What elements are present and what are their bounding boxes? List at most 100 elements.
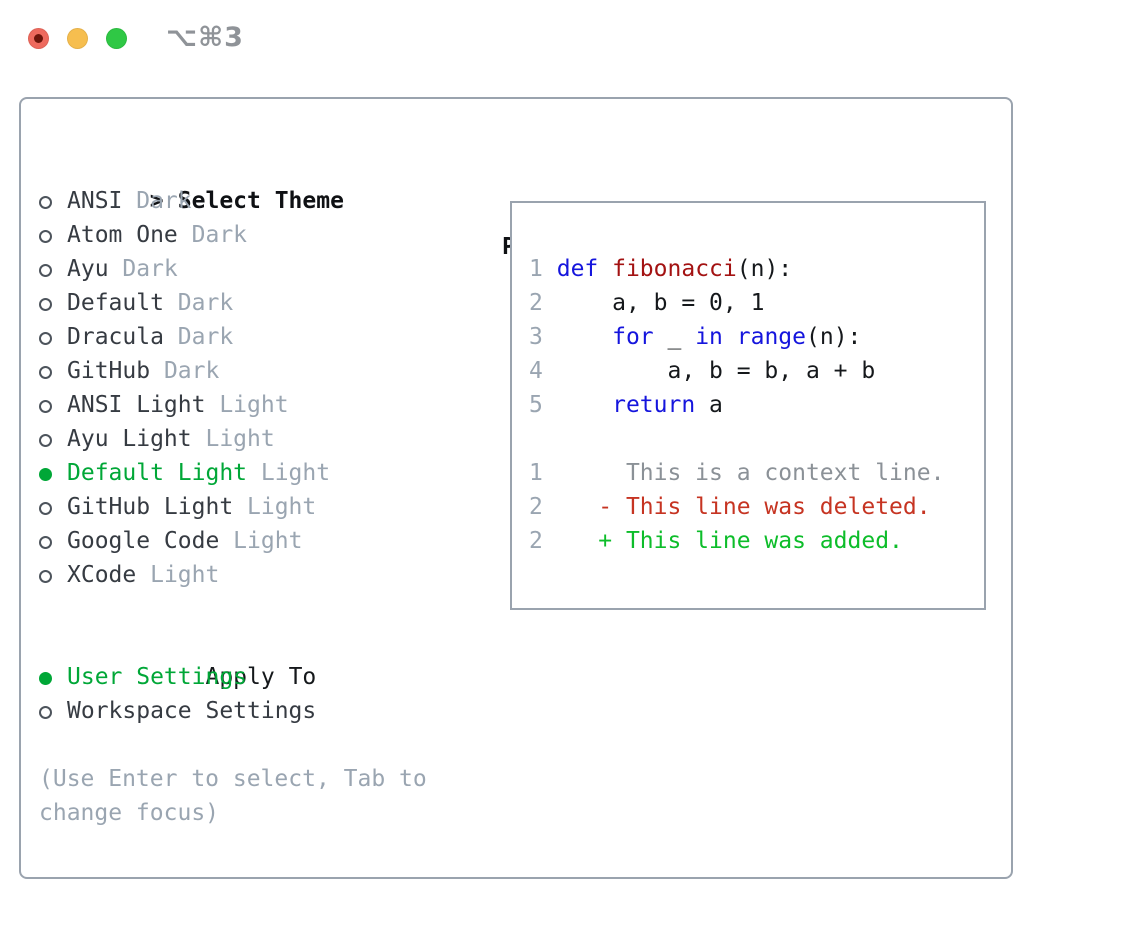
close-dot-icon [34, 34, 43, 43]
code-segment: range [736, 324, 807, 350]
theme-variant: Dark [163, 324, 234, 350]
theme-name: Ayu [67, 256, 109, 282]
theme-option[interactable]: Atom One Dark [39, 218, 469, 252]
radio-marker [39, 354, 67, 388]
keyboard-hint: (Use Enter to select, Tab to change focu… [39, 766, 427, 826]
theme-option[interactable]: ANSI Light Light [39, 388, 469, 422]
code-segment: return [612, 392, 696, 418]
theme-list-title: Select Theme [177, 188, 344, 214]
radio-circle-outline-icon [39, 570, 52, 583]
radio-marker [39, 252, 67, 286]
theme-option[interactable]: Google Code Light [39, 524, 469, 558]
radio-marker [39, 184, 67, 218]
theme-name: Ayu Light [67, 426, 192, 452]
code-segment [543, 528, 598, 554]
theme-name: ANSI Light [67, 392, 206, 418]
theme-variant: Dark [163, 290, 234, 316]
line-number: 2 [529, 528, 543, 554]
radio-circle-outline-icon [39, 536, 52, 549]
code-segment [543, 324, 612, 350]
code-segment: _ [653, 324, 696, 350]
theme-variant: Dark [177, 222, 248, 248]
radio-marker [39, 490, 67, 524]
theme-option[interactable]: GitHub Light Light [39, 490, 469, 524]
radio-marker [39, 422, 67, 456]
code-segment [543, 392, 612, 418]
radio-marker [39, 218, 67, 252]
radio-marker [39, 286, 67, 320]
preview-box: 1 def fibonacci(n): 2 a, b = 0, 1 3 for … [510, 201, 986, 610]
theme-name: Dracula [67, 324, 164, 350]
theme-name: GitHub Light [67, 494, 234, 520]
theme-variant: Light [247, 460, 331, 486]
radio-circle-outline-icon [39, 264, 52, 277]
theme-name: GitHub [67, 358, 151, 384]
code-segment: fibonacci [598, 256, 737, 282]
theme-name: ANSI [67, 188, 123, 214]
line-number: 4 [529, 358, 543, 384]
radio-circle-outline-icon [39, 706, 52, 719]
theme-option[interactable]: Ayu Light Light [39, 422, 469, 456]
code-segment: for [612, 324, 654, 350]
line-number: 2 [529, 290, 543, 316]
code-segment: (n): [736, 256, 793, 282]
theme-variant: Dark [122, 188, 192, 214]
radio-circle-filled-icon [39, 672, 52, 685]
radio-marker [39, 456, 67, 490]
code-segment: + This line was added. [598, 528, 903, 554]
theme-option[interactable]: Default Dark [39, 286, 469, 320]
radio-circle-outline-icon [39, 332, 52, 345]
minimize-button[interactable] [67, 28, 88, 49]
close-button[interactable] [28, 28, 49, 49]
theme-variant: Light [219, 528, 303, 554]
theme-option[interactable]: Dracula Dark [39, 320, 469, 354]
code-segment [723, 324, 737, 350]
theme-name: Default Light [67, 460, 248, 486]
theme-name: Atom One [67, 222, 178, 248]
code-preview: 1 def fibonacci(n): 2 a, b = 0, 1 3 for … [512, 203, 984, 558]
theme-option[interactable]: Default Light Light [39, 456, 469, 490]
apply-to-header-row: Apply To [39, 626, 469, 690]
chevron-prompt-icon: > [149, 188, 164, 214]
apply-option[interactable]: User Settings [39, 660, 469, 694]
theme-variant: Light [205, 392, 289, 418]
line-number: 1 [529, 256, 543, 282]
code-segment: def [556, 256, 599, 282]
radio-circle-outline-icon [39, 366, 52, 379]
window-title-shortcut: ⌥⌘3 [166, 22, 244, 53]
code-segment: - This line was deleted. [598, 494, 931, 520]
radio-marker [39, 388, 67, 422]
code-segment [543, 494, 598, 520]
radio-marker [39, 694, 67, 728]
theme-variant: Light [136, 562, 220, 588]
line-number: 1 [529, 460, 543, 486]
code-segment: in [695, 324, 723, 350]
radio-circle-outline-icon [39, 434, 52, 447]
code-segment: a [695, 392, 723, 418]
radio-circle-filled-icon [39, 468, 52, 481]
theme-name: Default [67, 290, 164, 316]
theme-option[interactable]: XCode Light [39, 558, 469, 592]
zoom-button[interactable] [106, 28, 127, 49]
radio-marker [39, 558, 67, 592]
code-segment [543, 256, 557, 282]
radio-circle-outline-icon [39, 230, 52, 243]
theme-option[interactable]: Ayu Dark [39, 252, 469, 286]
radio-marker [39, 524, 67, 558]
line-number: 5 [529, 392, 543, 418]
theme-option[interactable]: GitHub Dark [39, 354, 469, 388]
radio-circle-outline-icon [39, 502, 52, 515]
theme-variant: Light [191, 426, 275, 452]
code-segment: This is a context line. [542, 460, 945, 486]
radio-marker [39, 660, 67, 694]
line-number: 3 [529, 324, 543, 350]
apply-option[interactable]: Workspace Settings [39, 694, 469, 728]
code-segment: a, b = 0, 1 [542, 290, 765, 316]
theme-option[interactable]: ANSI Dark [39, 184, 469, 218]
